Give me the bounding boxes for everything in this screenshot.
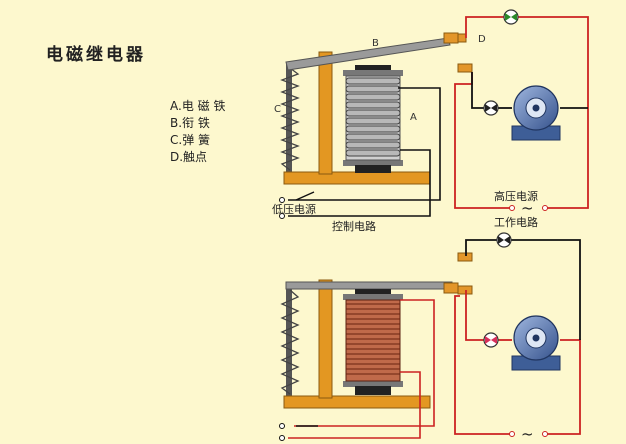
low-voltage-terminal-2 [279, 435, 285, 441]
legend-armature: B.衔 铁 [170, 116, 210, 130]
static-contact [457, 285, 473, 295]
high-voltage-terminal-2 [542, 205, 548, 211]
work-wire-top [465, 16, 505, 38]
work-wire-left [465, 290, 484, 341]
work-wire-right [545, 339, 581, 435]
work-wire-left [454, 72, 512, 209]
legend-contact: D.触点 [170, 150, 207, 164]
low-voltage-label: 低压电源 [272, 202, 316, 216]
lamp-icon [496, 232, 512, 248]
high-voltage-label: 高压电源 [494, 189, 538, 203]
relay-base [283, 395, 431, 409]
armature [285, 37, 451, 71]
control-switch [295, 191, 315, 201]
work-wire-top [465, 239, 497, 256]
low-voltage-terminal-1 [279, 423, 285, 429]
legend-electromagnet: A.电 磁 铁 [170, 98, 225, 113]
high-voltage-terminal-1 [509, 431, 515, 437]
motor-icon [511, 315, 561, 371]
pivot-pillar [318, 51, 333, 175]
control-wire-1 [288, 149, 431, 217]
control-wire-2 [288, 87, 441, 201]
high-voltage-terminal-2 [542, 431, 548, 437]
spring [280, 67, 300, 171]
moving-contact [443, 32, 459, 44]
motor-icon [511, 85, 561, 141]
ac-symbol: ~ [521, 425, 534, 443]
low-voltage-terminal-1 [279, 197, 285, 203]
relay-bottom: ~ [279, 232, 581, 443]
letter-d: D [478, 34, 486, 45]
letter-a: A [410, 112, 417, 123]
work-wire-right [517, 16, 589, 209]
lamp-icon [483, 100, 499, 116]
letter-b: B [372, 38, 379, 49]
control-circuit-label: 控制电路 [332, 219, 376, 233]
relay-top: B C A D 低压电源 控制电路 [272, 9, 589, 233]
lamp-icon-lit [483, 332, 499, 348]
lamp-icon [503, 9, 519, 25]
diagram-title: 电磁继电器 [46, 44, 146, 65]
high-voltage-terminal-1 [509, 205, 515, 211]
electromagnet-coil-energized [345, 299, 401, 382]
control-wire-1 [288, 371, 421, 439]
spring [280, 289, 300, 395]
armature [285, 281, 453, 290]
electromagnet-coil [345, 75, 401, 161]
pivot-pillar [318, 279, 333, 399]
moving-contact [443, 282, 459, 294]
ac-symbol: ~ [521, 199, 534, 217]
legend-spring: C.弹 簧 [170, 132, 210, 147]
letter-c: C [274, 104, 281, 115]
static-contact [457, 63, 473, 73]
work-circuit-label: 工作电路 [494, 216, 538, 229]
low-voltage-terminal-2 [279, 213, 285, 219]
relay-base [283, 171, 431, 185]
